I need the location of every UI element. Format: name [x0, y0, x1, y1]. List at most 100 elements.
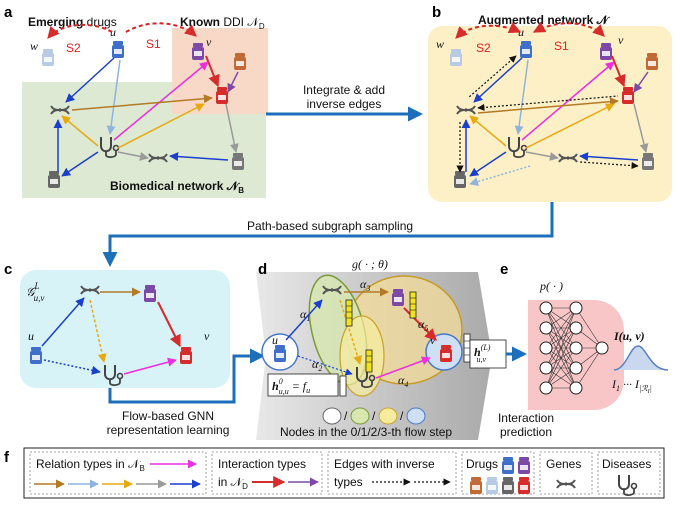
drug-gray-icon-b1	[454, 171, 466, 188]
legend-inverse-box	[327, 451, 457, 495]
node-v-label-b: v	[618, 33, 624, 47]
drug-purple-icon-c	[144, 285, 156, 302]
drug-u-icon-c	[30, 347, 42, 364]
drug-icon	[470, 477, 482, 494]
mlp-edge	[545, 307, 577, 349]
legend-interaction-label-2: in 𝒩D	[218, 475, 248, 491]
subgraph-region	[20, 270, 230, 388]
node-u-label-d: u	[272, 333, 278, 347]
edge-a	[61, 151, 99, 177]
drug-purple-icon-d	[392, 289, 404, 306]
panel-b-letter: b	[432, 4, 441, 21]
edge-a	[117, 151, 149, 161]
panel-f-letter: f	[4, 449, 10, 466]
panel-a: a Emerging drugs Known DDI 𝒩D w u v S2 S…	[4, 4, 268, 198]
mlp-edge	[545, 307, 577, 369]
gnn-label-1: Flow-based GNN	[122, 409, 214, 423]
drug-red-icon	[216, 87, 228, 104]
drug-icon	[518, 457, 530, 474]
drug-icon	[486, 477, 498, 494]
node-w-label-b: w	[436, 37, 444, 51]
biomedical-network-label: Biomedical network 𝒩B	[110, 179, 244, 195]
drug-gray-icon-a1	[48, 171, 60, 188]
mlp-edge	[545, 347, 577, 389]
edge-a	[117, 103, 205, 149]
g-theta-label: g( · ; θ)	[352, 257, 388, 271]
mlp-neuron	[569, 381, 583, 395]
legend-frame	[23, 447, 665, 499]
edge-a	[227, 71, 239, 93]
s1-label: S1	[146, 37, 161, 51]
mlp-neuron	[539, 341, 553, 355]
alpha-2-label: α2	[312, 357, 322, 373]
drug-red-icon-d	[440, 345, 452, 362]
panel-d: d g( · ; θ) u v α1 α2 α3 α4 α5	[256, 257, 507, 440]
svg-text:/: /	[400, 409, 404, 423]
legend-drugs-label: Drugs	[466, 457, 498, 471]
integrate-label: Integrate & add	[303, 83, 385, 97]
legend-diseases-label: Diseases	[602, 457, 651, 471]
drug-gray-icon-b2	[642, 153, 654, 170]
prediction-label-1: Interaction	[498, 411, 554, 425]
drug-u-icon-b	[520, 41, 532, 58]
feature-vector-v	[463, 333, 471, 363]
svg-text:/: /	[344, 409, 348, 423]
edge-a	[205, 55, 220, 88]
prediction-label-2: prediction	[500, 425, 552, 439]
panel-d-letter: d	[258, 261, 267, 278]
edge-a	[106, 59, 121, 135]
panel-a-letter: a	[4, 4, 13, 21]
mlp-neuron	[569, 361, 583, 375]
drug-icon	[518, 477, 530, 494]
drug-red-icon-c	[180, 347, 192, 364]
legend-relation-box	[29, 451, 207, 495]
feature-vector-disease	[365, 349, 373, 373]
mlp-neuron	[569, 341, 583, 355]
panel-e-letter: e	[500, 261, 508, 278]
drug-red-icon-b	[622, 87, 634, 104]
drug-orange-icon-b	[646, 53, 658, 70]
edge-a	[61, 115, 99, 147]
mlp-neuron	[539, 381, 553, 395]
mlp-neuron	[569, 321, 583, 335]
s2-arc	[47, 23, 113, 39]
node-u-label-c: u	[28, 329, 34, 343]
panel-e: e p( · ) I(u, v) I1 ··· I|ℛI|	[500, 261, 669, 410]
mlp-edge	[575, 307, 603, 349]
h0-box	[267, 373, 339, 397]
mlp-neuron	[569, 301, 583, 315]
connector-sampling: Path-based subgraph sampling	[102, 202, 554, 267]
drug-w-icon-b	[450, 49, 462, 66]
drug-icon	[502, 477, 514, 494]
sampling-label: Path-based subgraph sampling	[247, 219, 413, 233]
node-v-label: v	[206, 35, 212, 49]
alpha-5-label: α5	[418, 317, 428, 333]
legend-drugs-box	[461, 451, 535, 495]
p-label: p( · )	[539, 279, 563, 293]
feature-vector-purple	[409, 291, 417, 319]
panel-b: b Augmented network 𝒩 w u v S2 S1	[428, 4, 672, 202]
node-w-label: w	[30, 39, 38, 53]
mlp-neuron	[539, 321, 553, 335]
edge-a	[65, 57, 115, 103]
legend-genes-box	[539, 451, 593, 495]
connector-integrate: Integrate & add inverse edges	[266, 83, 423, 122]
alpha-4-label: α4	[398, 373, 408, 389]
drug-icon	[502, 457, 514, 474]
svg-text:/: /	[372, 409, 376, 423]
alpha-1-label: α1	[300, 307, 310, 323]
panel-f: f Relation types in 𝒩B Interaction types…	[4, 447, 665, 499]
hl-label: h(L)u,v	[474, 343, 491, 364]
drug-u-icon	[112, 41, 124, 58]
interaction-range-label: I1 ··· I|ℛI|	[611, 377, 652, 395]
mlp-edge	[545, 327, 577, 389]
legend-interaction-label-1: Interaction types	[218, 457, 306, 471]
drug-u-icon-d	[274, 345, 286, 362]
edge-a	[169, 152, 229, 162]
feature-vector-gene	[345, 299, 353, 327]
node-v-label-c: v	[204, 329, 210, 343]
drug-orange-icon	[234, 53, 246, 70]
